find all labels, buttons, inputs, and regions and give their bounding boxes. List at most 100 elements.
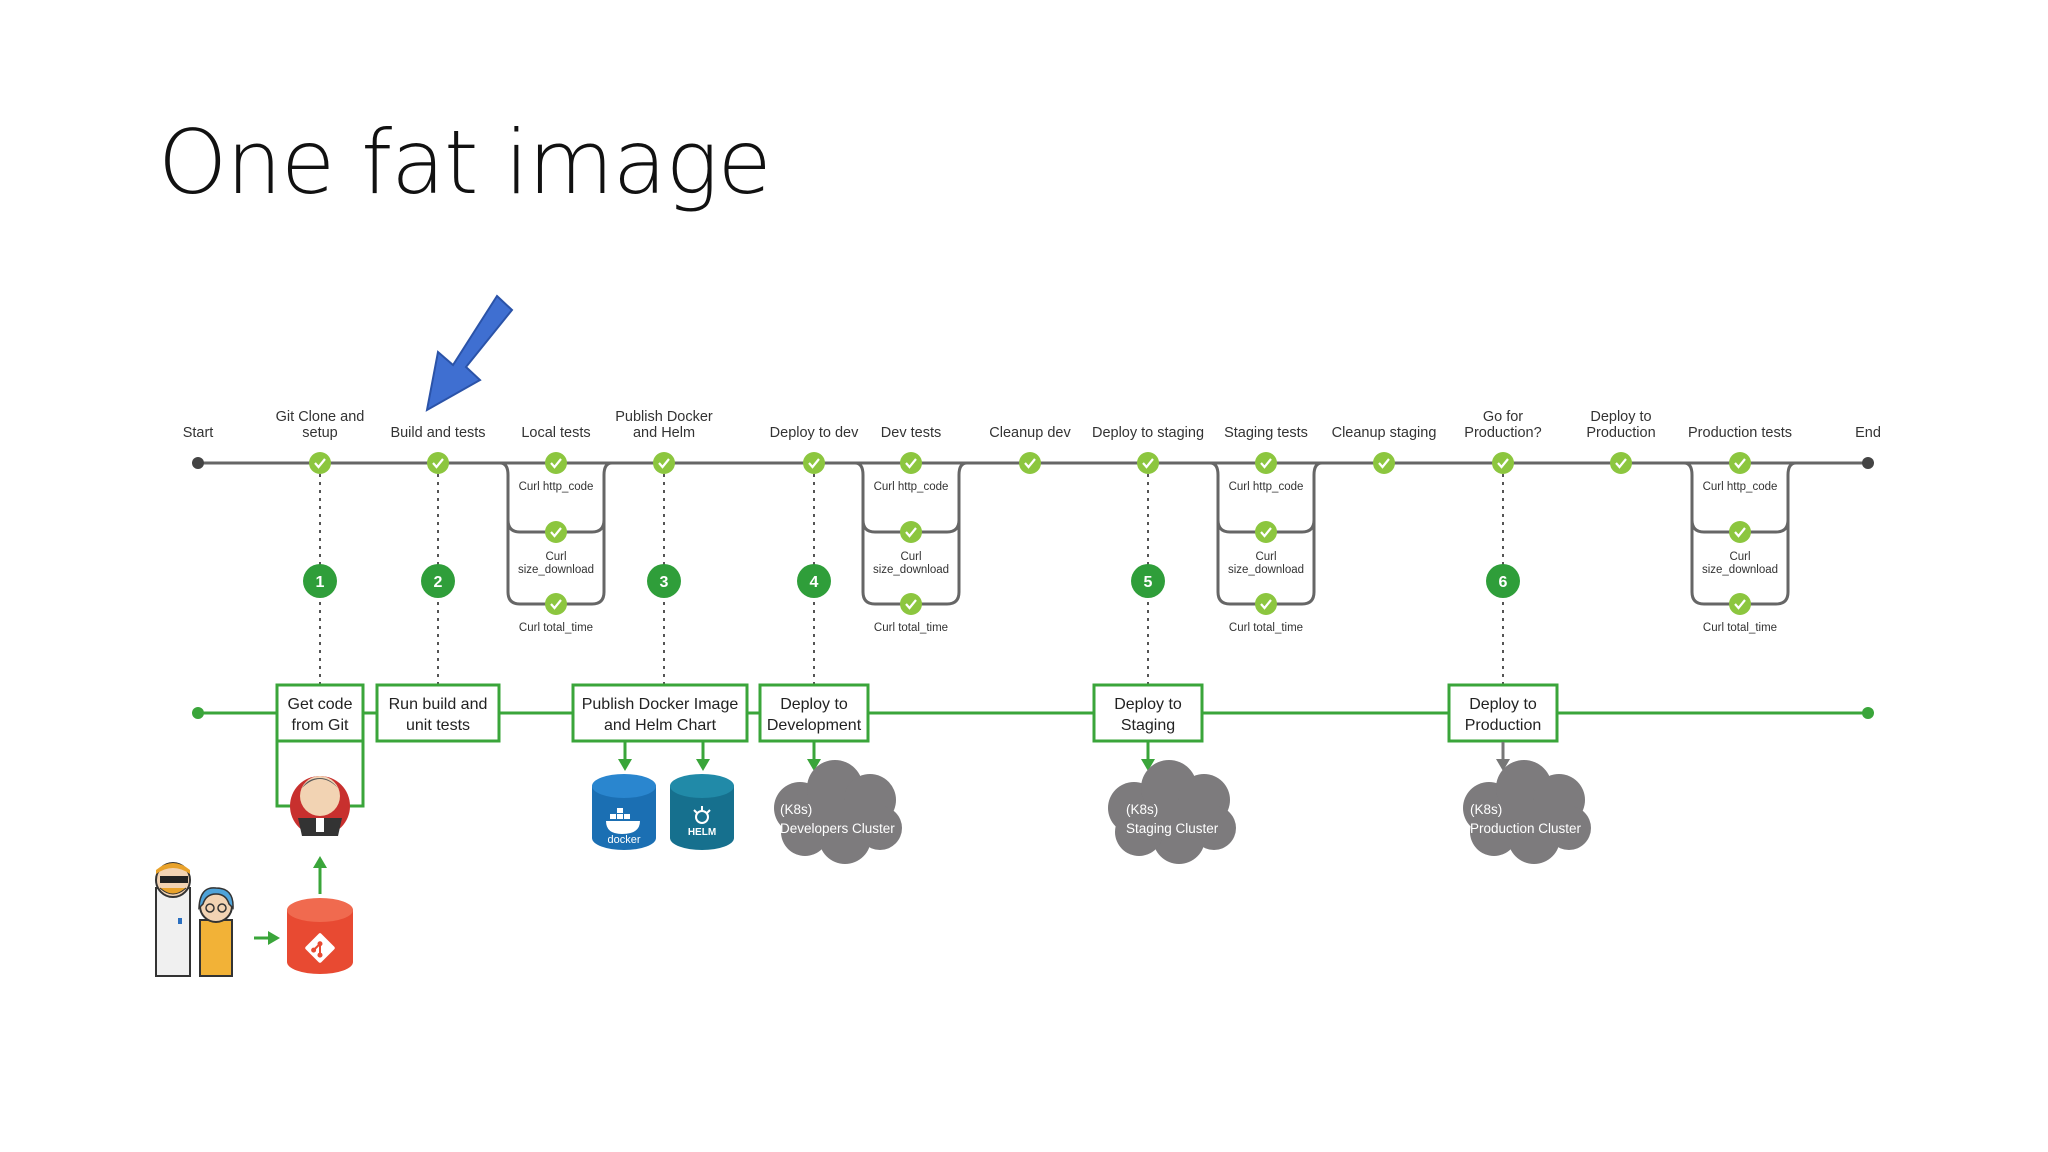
test-label-curl-http-code: Curl http_code <box>874 481 949 493</box>
stage-label-dev-tests: Dev tests <box>881 425 941 441</box>
step-box-deploy-dev: Deploy to Development <box>758 683 870 743</box>
stage-label-go-production: Go for <box>1483 409 1523 425</box>
step-number-2: 2 <box>421 564 455 598</box>
pipeline-start-dot <box>192 457 204 469</box>
check-circle-icon <box>1373 452 1395 474</box>
test-label-curl-size-download: Curl <box>900 551 921 563</box>
test-label-curl-size-download: Curl <box>545 551 566 563</box>
svg-text:docker: docker <box>607 834 640 846</box>
test-label-curl-size-download: Curl <box>1255 551 1276 563</box>
check-circle-icon <box>1137 452 1159 474</box>
pipeline-end-dot <box>1862 457 1874 469</box>
stage-label-publish: Publish Docker <box>615 409 713 425</box>
stage-label-deploy-production: Production <box>1586 425 1655 441</box>
check-circle-icon <box>545 521 567 543</box>
docker-repo-icon: docker <box>592 774 656 850</box>
check-nodes <box>309 452 1751 615</box>
svg-text:Production Cluster: Production Cluster <box>1470 821 1582 836</box>
stage-label-publish: and Helm <box>633 425 695 441</box>
developers-icon <box>155 862 234 977</box>
stage-label-git-clone: Git Clone and <box>276 409 365 425</box>
stage-label-build-tests: Build and tests <box>390 425 485 441</box>
stage-label-local-tests: Local tests <box>521 425 590 441</box>
whale-icon <box>606 808 640 834</box>
check-circle-icon <box>803 452 825 474</box>
step-box-deploy-staging: Deploy to Staging <box>1092 683 1204 743</box>
git-repo-icon <box>287 898 353 974</box>
step-number-6: 6 <box>1486 564 1520 598</box>
arrow-down-icon <box>1496 742 1510 771</box>
stage-label-deploy-production: Deploy to <box>1590 409 1651 425</box>
svg-text:4: 4 <box>810 574 819 591</box>
step-box-deploy-production: Deploy to Production <box>1447 683 1559 743</box>
svg-text:HELM: HELM <box>688 827 716 838</box>
dotted-connectors <box>319 474 1504 684</box>
svg-text:Development: Development <box>767 717 862 734</box>
cloud-developers: (K8s) Developers Cluster <box>774 760 902 864</box>
check-circle-icon <box>1019 452 1041 474</box>
svg-text:Developers Cluster: Developers Cluster <box>780 821 895 836</box>
pipeline-bottom: Get code from Git Run build and unit tes… <box>192 683 1874 808</box>
svg-text:Production: Production <box>1465 717 1542 734</box>
check-circle-icon <box>1255 452 1277 474</box>
cloud-production: (K8s) Production Cluster <box>1463 760 1591 864</box>
helm-wheel-icon <box>693 806 711 824</box>
stage-label-production-tests: Production tests <box>1688 425 1792 441</box>
svg-text:Publish Docker Image: Publish Docker Image <box>582 696 739 713</box>
arrow-up-icon <box>313 856 327 894</box>
stage-label-cleanup-staging: Cleanup staging <box>1332 425 1437 441</box>
test-label-curl-total-time: Curl total_time <box>874 622 948 634</box>
svg-text:5: 5 <box>1144 574 1153 591</box>
check-circle-icon <box>1610 452 1632 474</box>
stage-label-deploy-dev: Deploy to dev <box>770 425 859 441</box>
check-circle-icon <box>1255 521 1277 543</box>
step-number-4: 4 <box>797 564 831 598</box>
svg-text:(K8s): (K8s) <box>1126 802 1158 817</box>
test-label-curl-http-code: Curl http_code <box>519 481 594 493</box>
cloud-icon <box>774 760 902 864</box>
stage-label-cleanup-dev: Cleanup dev <box>989 425 1071 441</box>
pipeline-start-label: Start <box>183 425 214 441</box>
pipeline-top: Start End Git Clone and setup Build and … <box>183 409 1881 684</box>
test-label-curl-size-download: size_download <box>873 564 949 576</box>
check-circle-icon <box>545 593 567 615</box>
step-number-5: 5 <box>1131 564 1165 598</box>
check-circle-icon <box>427 452 449 474</box>
check-circle-icon <box>1255 593 1277 615</box>
svg-text:6: 6 <box>1499 574 1508 591</box>
svg-text:Deploy to: Deploy to <box>780 696 848 713</box>
check-circle-icon <box>545 452 567 474</box>
helm-repo-icon: HELM <box>670 774 734 850</box>
svg-text:unit tests: unit tests <box>406 717 470 734</box>
test-label-curl-http-code: Curl http_code <box>1703 481 1778 493</box>
svg-text:2: 2 <box>434 574 443 591</box>
check-circle-icon <box>1729 521 1751 543</box>
svg-text:Run build and: Run build and <box>389 696 488 713</box>
stage-label-go-production: Production? <box>1464 425 1541 441</box>
pipeline-bottom-end-dot <box>1862 707 1874 719</box>
check-circle-icon <box>900 593 922 615</box>
svg-text:(K8s): (K8s) <box>1470 802 1502 817</box>
check-circle-icon <box>653 452 675 474</box>
test-label-curl-total-time: Curl total_time <box>1229 622 1303 634</box>
test-label-curl-http-code: Curl http_code <box>1229 481 1304 493</box>
svg-text:and Helm Chart: and Helm Chart <box>604 717 717 734</box>
pipeline-end-label: End <box>1855 425 1881 441</box>
stage-label-git-clone: setup <box>302 425 337 441</box>
cloud-icon <box>1108 760 1236 864</box>
svg-text:3: 3 <box>660 574 669 591</box>
test-label-curl-size-download: size_download <box>1702 564 1778 576</box>
slide-title: One fat image <box>158 111 772 214</box>
test-label-curl-size-download: size_download <box>1228 564 1304 576</box>
stage-label-deploy-staging: Deploy to staging <box>1092 425 1204 441</box>
test-label-curl-total-time: Curl total_time <box>1703 622 1777 634</box>
test-label-curl-size-download: size_download <box>518 564 594 576</box>
step-number-3: 3 <box>647 564 681 598</box>
svg-text:Deploy to: Deploy to <box>1469 696 1537 713</box>
test-label-curl-size-download: Curl <box>1729 551 1750 563</box>
svg-text:(K8s): (K8s) <box>780 802 812 817</box>
arrow-right-icon <box>254 931 280 945</box>
arrow-down-icon <box>618 742 1155 771</box>
check-circle-icon <box>1729 593 1751 615</box>
check-circle-icon <box>1492 452 1514 474</box>
